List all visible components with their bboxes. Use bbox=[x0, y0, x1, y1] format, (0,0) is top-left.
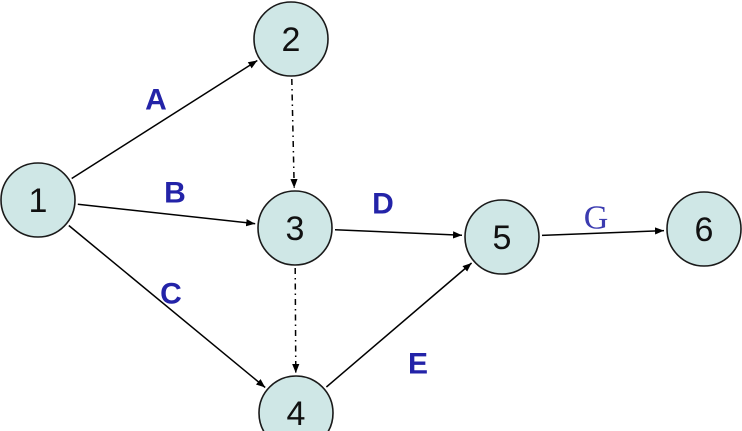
edge-1-3 bbox=[77, 203, 256, 227]
node-circle-3 bbox=[257, 190, 333, 266]
edge-3-4-dummy bbox=[292, 267, 300, 374]
edges-layer bbox=[68, 59, 665, 389]
edge-label-d: D bbox=[372, 188, 394, 221]
edge-labels-layer: A B C D E G bbox=[145, 84, 608, 381]
node-5: 5 bbox=[464, 199, 540, 275]
node-4: 4 bbox=[258, 375, 334, 431]
node-label-6: 6 bbox=[695, 211, 714, 249]
node-label-3: 3 bbox=[286, 210, 305, 248]
edge-label-g: G bbox=[584, 200, 609, 237]
node-circle-1 bbox=[0, 162, 76, 238]
edge-1-4 bbox=[68, 224, 266, 389]
edge-label-a: A bbox=[145, 84, 167, 117]
node-circle-5 bbox=[464, 199, 540, 275]
node-circle-6 bbox=[666, 191, 742, 267]
node-circle-2 bbox=[253, 1, 329, 77]
node-label-4: 4 bbox=[287, 395, 306, 431]
edge-4-5 bbox=[325, 262, 473, 388]
edge-1-2 bbox=[71, 59, 258, 180]
node-3: 3 bbox=[257, 190, 333, 266]
node-label-5: 5 bbox=[493, 219, 512, 257]
edge-label-b: B bbox=[164, 177, 186, 210]
node-circle-4 bbox=[258, 375, 334, 431]
edge-3-5 bbox=[334, 228, 463, 239]
node-2: 2 bbox=[253, 1, 329, 77]
edge-2-3-dummy bbox=[290, 78, 298, 189]
edge-5-6 bbox=[541, 227, 665, 237]
edge-label-e: E bbox=[408, 348, 428, 381]
node-1: 1 bbox=[0, 162, 76, 238]
edge-label-c: C bbox=[160, 278, 182, 311]
node-label-1: 1 bbox=[29, 182, 48, 220]
node-label-2: 2 bbox=[282, 21, 301, 59]
node-6: 6 bbox=[666, 191, 742, 267]
